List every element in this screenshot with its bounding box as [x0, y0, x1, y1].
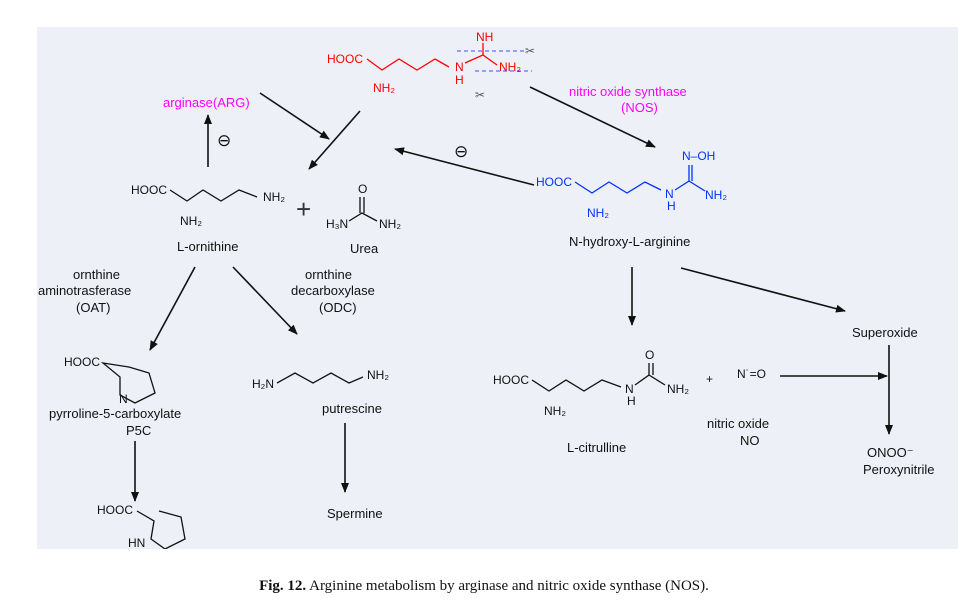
hydroxyarg-nh2: NH₂: [587, 206, 609, 220]
ornithine-hooc: HOOC: [131, 183, 167, 197]
oat-label-line3: (OAT): [76, 300, 110, 315]
arrow-to-superoxide: [680, 267, 846, 313]
arrow-arginine-to-ornithine: [308, 110, 361, 170]
putrescine-nh2: NH₂: [367, 368, 389, 382]
no-name: nitric oxide: [707, 416, 769, 431]
no-abbr: NO: [740, 433, 760, 448]
no-formula: N˙=O: [737, 367, 766, 381]
arginine-h: H: [455, 73, 464, 87]
odc-label-line3: (ODC): [319, 300, 357, 315]
scissors-icon: ✂: [525, 44, 535, 58]
arginase-label: arginase(ARG): [163, 95, 250, 110]
oat-label-line1: ornthine: [73, 267, 120, 282]
arrow-to-p5c: [149, 266, 196, 351]
p5c-name: pyrroline-5-carboxylate: [49, 406, 181, 421]
arginine-structure: HOOC NH₂ N H NH NH₂ ✂ ✂: [327, 30, 535, 102]
pathway-diagram: HOOC NH₂ N H NH NH₂ ✂ ✂ arginase(ARG) ni…: [37, 27, 958, 549]
citrulline-o: O: [645, 348, 654, 362]
ornithine-name: L-ornithine: [177, 239, 238, 254]
oat-label-line2: aminotrasferase: [38, 283, 131, 298]
citrulline-n: N: [625, 382, 634, 396]
hydroxyarginine-structure: HOOC NH₂ N H N–OH NH₂ N-hydroxy-L-argini…: [536, 149, 727, 249]
hydroxyarg-n: N: [665, 187, 674, 201]
citrulline-name: L-citrulline: [567, 440, 626, 455]
arginine-hooc: HOOC: [327, 52, 363, 66]
hydroxyarg-name: N-hydroxy-L-arginine: [569, 234, 690, 249]
figure-caption: Fig. 12. Arginine metabolism by arginase…: [0, 578, 968, 595]
hydroxyarg-h: H: [667, 199, 676, 213]
putrescine-h2n: H₂N: [252, 377, 274, 391]
citrulline-structure: HOOC NH₂ N H O NH₂ L-citrulline: [493, 348, 689, 455]
putrescine-structure: H₂N NH₂ putrescine: [252, 368, 389, 416]
plus-sign: +: [296, 194, 311, 224]
proline-structure: HOOC HN: [97, 503, 186, 549]
reaction-arrows: [131, 86, 893, 502]
ornithine-nh2: NH₂: [180, 214, 202, 228]
putrescine-name: putrescine: [322, 401, 382, 416]
urea-name: Urea: [350, 241, 379, 256]
hydroxyarg-nh2b: NH₂: [705, 188, 727, 202]
p5c-n: N: [119, 392, 128, 406]
citrulline-hooc: HOOC: [493, 373, 529, 387]
spermine-name: Spermine: [327, 506, 383, 521]
superoxide-name: Superoxide: [852, 325, 918, 340]
arrow-arginase-to-ornithine: [259, 92, 330, 140]
hydroxyarg-hooc: HOOC: [536, 175, 572, 189]
arginine-nh2: NH₂: [373, 81, 395, 95]
urea-h2n: H₃N: [326, 217, 348, 231]
p5c-structure: HOOC N pyrroline-5-carboxylate P5C: [49, 355, 181, 438]
scissors-icon: ✂: [475, 88, 485, 102]
arginine-nh2b: NH₂: [499, 60, 521, 74]
caption-text: Arginine metabolism by arginase and nitr…: [309, 578, 709, 594]
inhibition-icon: ⊖: [454, 142, 468, 161]
pathway-figure: HOOC NH₂ N H NH NH₂ ✂ ✂ arginase(ARG) ni…: [37, 27, 958, 549]
citrulline-nh2: NH₂: [544, 404, 566, 418]
urea-nh2: NH₂: [379, 217, 401, 231]
arginine-n: N: [455, 60, 464, 74]
caption-label: Fig. 12.: [259, 578, 307, 594]
odc-label-line2: decarboxylase: [291, 283, 375, 298]
urea-structure: O H₃N NH₂ Urea: [326, 182, 401, 256]
p5c-abbr: P5C: [126, 423, 151, 438]
ornithine-structure: HOOC NH₂ NH₂ L-ornithine: [131, 183, 285, 254]
figure-panel: [37, 27, 958, 549]
arginine-nh: NH: [476, 30, 493, 44]
ornithine-nh2b: NH₂: [263, 190, 285, 204]
proline-hooc: HOOC: [97, 503, 133, 517]
citrulline-h: H: [627, 394, 636, 408]
proline-hn: HN: [128, 536, 145, 549]
hydroxyarg-oh: N–OH: [682, 149, 715, 163]
arrow-hydroxyarg-inhibit: [394, 147, 535, 186]
p5c-hooc: HOOC: [64, 355, 100, 369]
inhibition-icon: ⊖: [217, 131, 231, 150]
urea-o: O: [358, 182, 367, 196]
odc-label-line1: ornthine: [305, 267, 352, 282]
cleavage-dashes: [457, 50, 532, 72]
arrow-arginine-to-nos: [529, 86, 656, 148]
peroxynitrite-formula: ONOO⁻: [867, 445, 914, 460]
nos-label-line1: nitric oxide synthase: [569, 84, 687, 99]
no-plus: +: [706, 372, 713, 386]
peroxynitrite-name: Peroxynitrile: [863, 462, 935, 477]
citrulline-nh2b: NH₂: [667, 382, 689, 396]
arrow-to-putrescine: [232, 266, 298, 335]
nos-label-line2: (NOS): [621, 100, 658, 115]
